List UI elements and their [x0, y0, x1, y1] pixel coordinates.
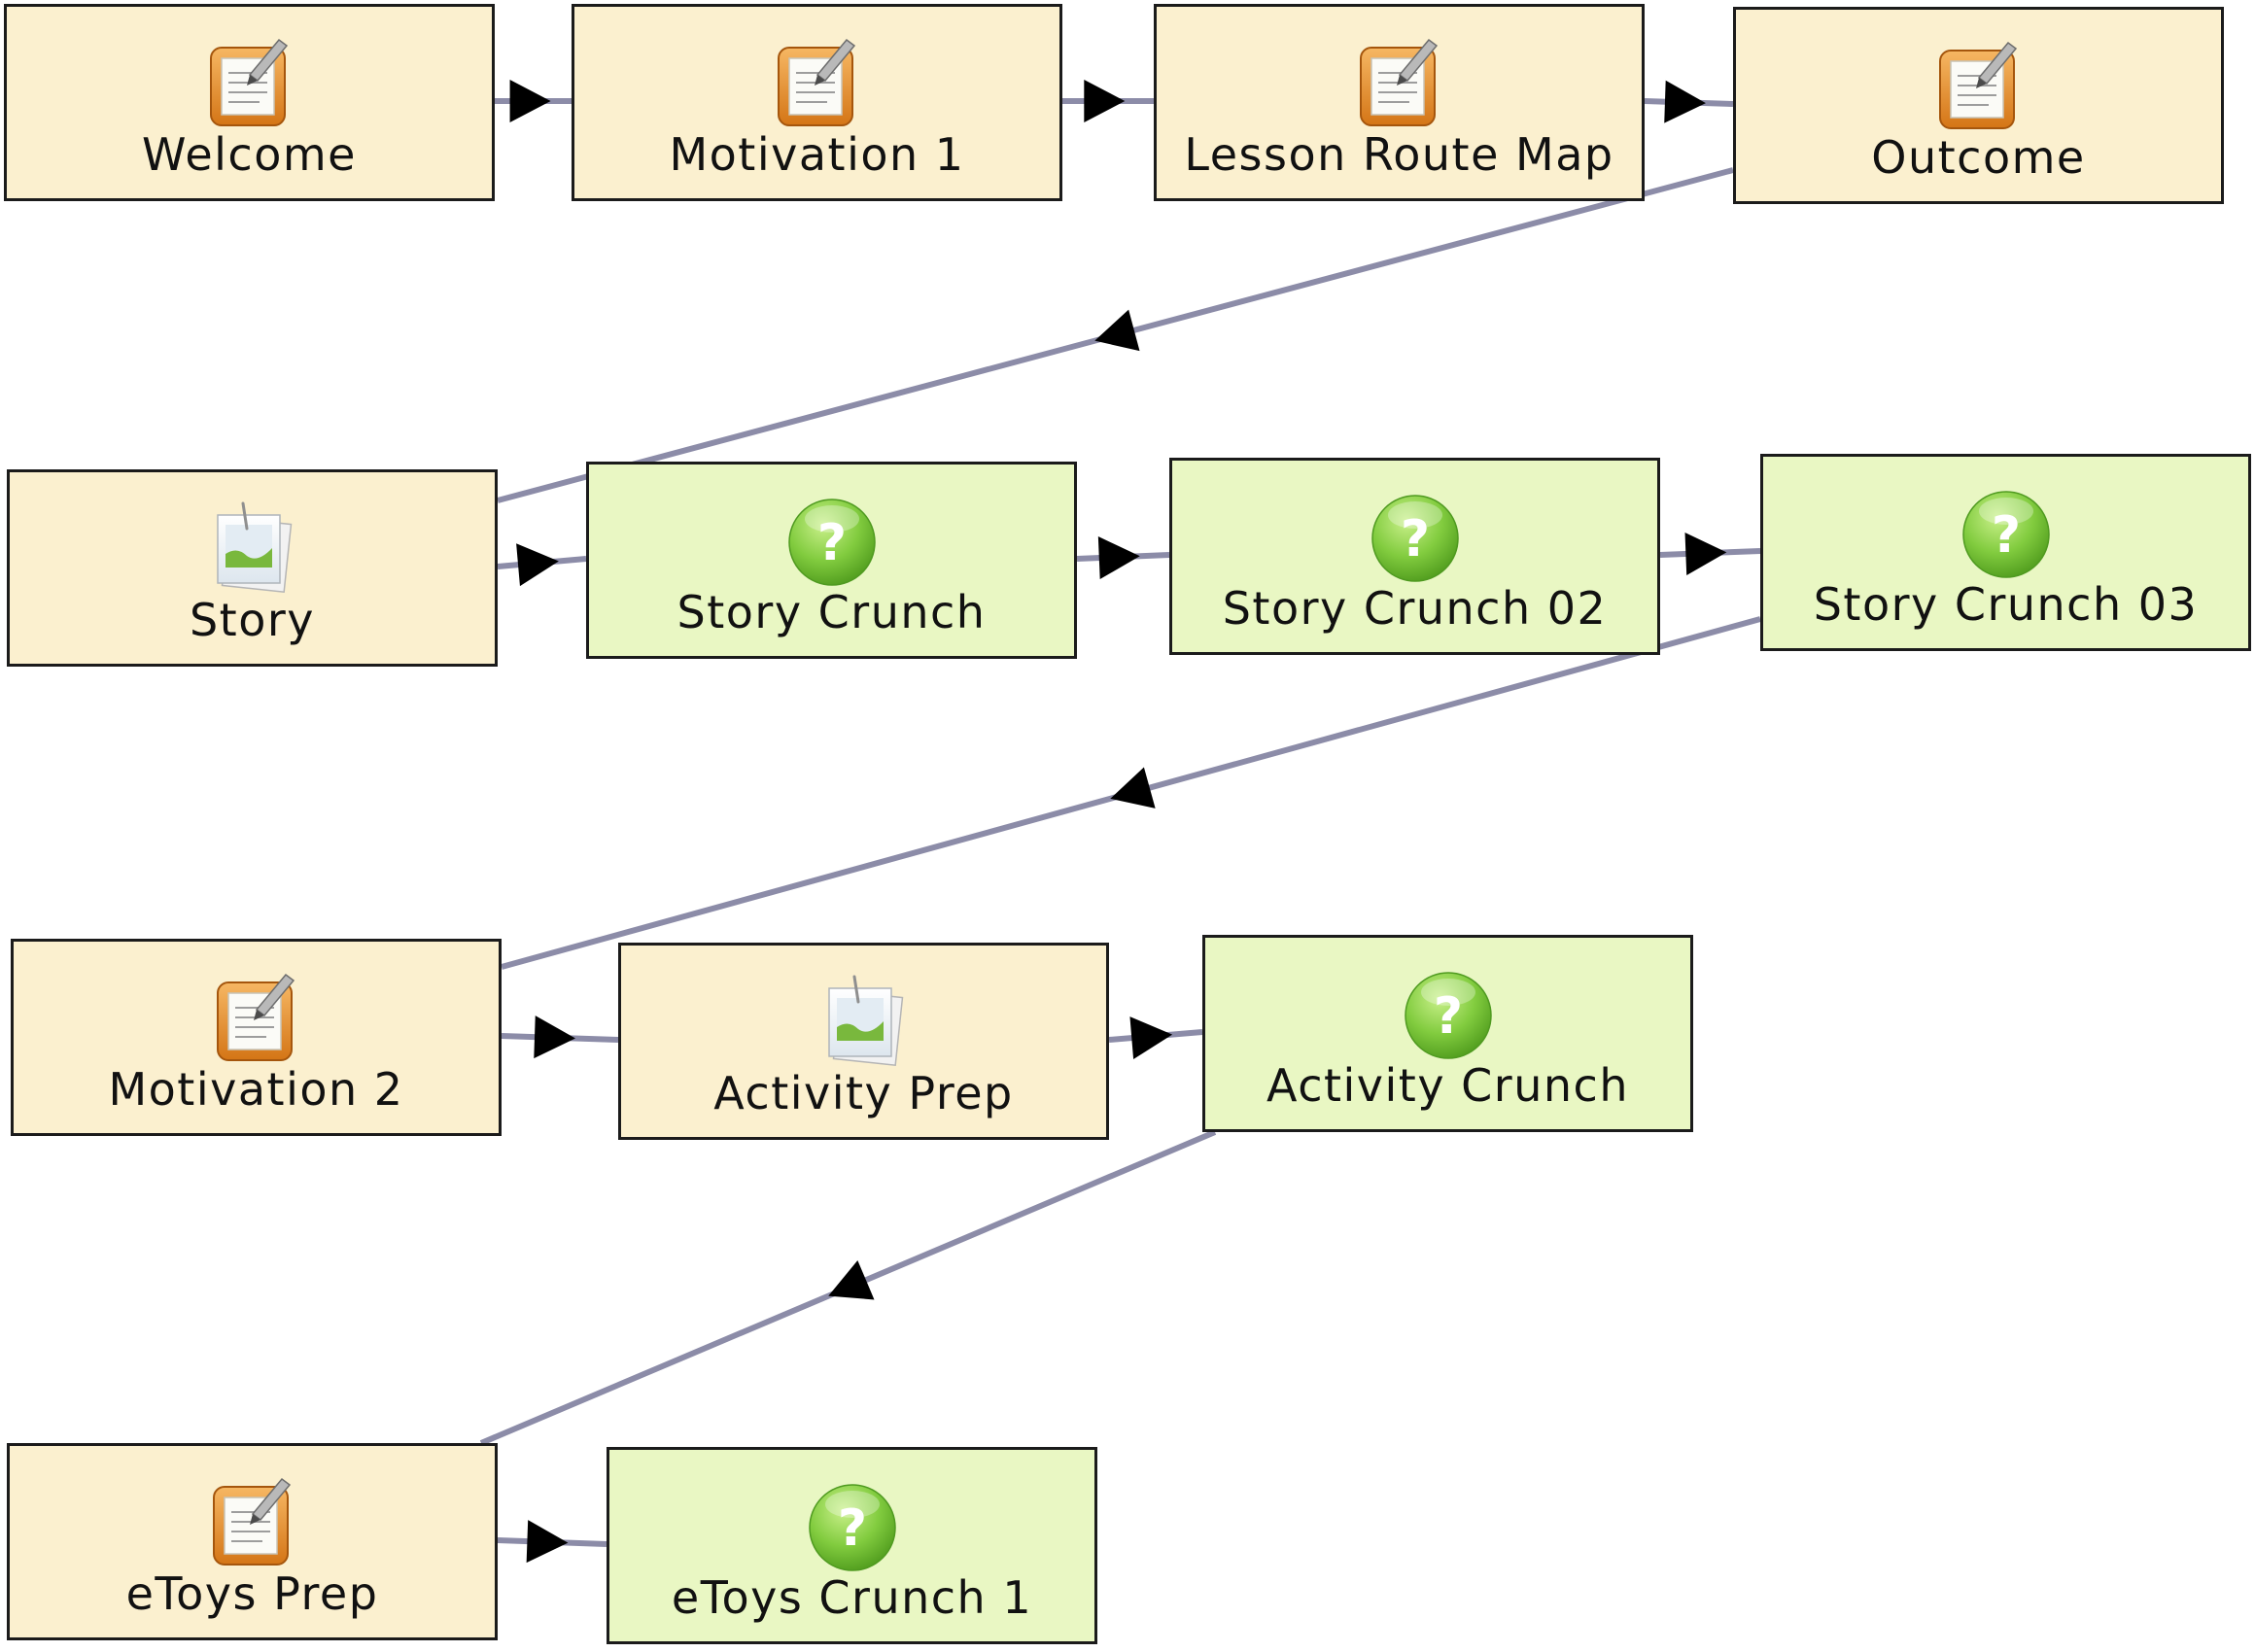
node-label: eToys Prep: [125, 1567, 379, 1620]
node-lesson-route-map[interactable]: Lesson Route Map: [1154, 4, 1645, 201]
node-etoys-prep[interactable]: eToys Prep: [7, 1443, 498, 1640]
arrowhead-down-left-icon: [1110, 767, 1156, 809]
node-label: Motivation 2: [108, 1063, 404, 1116]
node-label: eToys Crunch 1: [671, 1571, 1033, 1624]
notepad-icon: [209, 39, 288, 126]
arrowhead-right-icon: [1129, 1016, 1173, 1059]
node-label: Activity Prep: [713, 1067, 1014, 1119]
node-activity-crunch[interactable]: Activity Crunch: [1202, 935, 1693, 1132]
notepad-icon: [216, 974, 295, 1061]
question-icon: [1370, 495, 1459, 582]
notepad-icon: [212, 1478, 291, 1566]
notepad-icon: [1938, 42, 2017, 129]
question-icon: [1404, 972, 1492, 1059]
question-icon: [787, 499, 876, 586]
node-story-crunch-03[interactable]: Story Crunch 03: [1760, 454, 2251, 651]
image-icon: [216, 501, 293, 594]
node-outcome[interactable]: Outcome: [1733, 7, 2224, 204]
arrowhead-right-icon: [1664, 80, 1706, 123]
arrowhead-right-icon: [516, 543, 559, 587]
arrowhead-right-icon: [1097, 536, 1140, 580]
node-motivation-2[interactable]: Motivation 2: [11, 939, 502, 1136]
question-icon: [1961, 491, 2050, 578]
node-story-crunch[interactable]: Story Crunch: [586, 462, 1077, 659]
node-label: Story Crunch: [676, 586, 987, 638]
question-icon: [808, 1484, 896, 1571]
node-label: Outcome: [1871, 131, 2086, 184]
node-welcome[interactable]: Welcome: [4, 4, 495, 201]
arrowhead-right-icon: [1684, 532, 1727, 575]
node-label: Lesson Route Map: [1184, 128, 1614, 181]
node-activity-prep[interactable]: Activity Prep: [618, 943, 1109, 1140]
node-label: Welcome: [142, 128, 357, 181]
arrowhead-right-icon: [526, 1520, 569, 1564]
arrowhead-right-icon: [509, 80, 551, 122]
node-label: Story Crunch 03: [1813, 578, 2199, 631]
notepad-icon: [777, 39, 855, 126]
node-label: Activity Crunch: [1266, 1059, 1629, 1112]
node-motivation-1[interactable]: Motivation 1: [572, 4, 1062, 201]
arrowhead-right-icon: [534, 1015, 575, 1059]
arrowhead-right-icon: [1084, 80, 1126, 122]
notepad-icon: [1359, 39, 1438, 126]
arrowhead-down-left-icon: [828, 1259, 875, 1300]
node-story[interactable]: Story: [7, 469, 498, 667]
node-label: Motivation 1: [669, 128, 965, 181]
node-label: Story: [189, 594, 315, 646]
node-etoys-crunch-1[interactable]: eToys Crunch 1: [607, 1447, 1097, 1644]
transition-arrows: [479, 80, 1761, 1564]
image-icon: [827, 975, 904, 1067]
node-label: Story Crunch 02: [1222, 582, 1608, 635]
node-story-crunch-02[interactable]: Story Crunch 02: [1169, 458, 1660, 655]
arrowhead-down-left-icon: [1094, 309, 1140, 352]
